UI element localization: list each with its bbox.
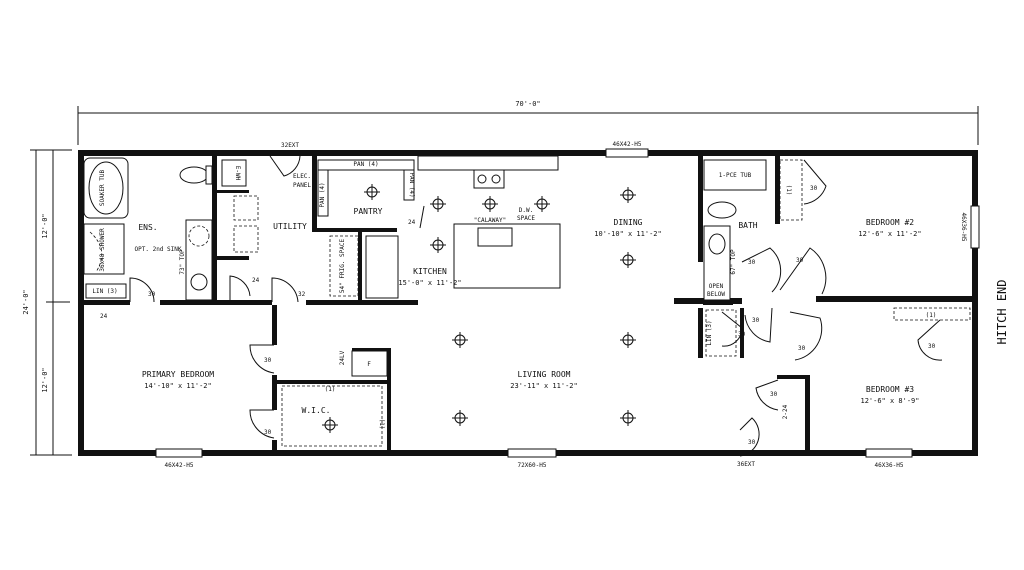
room-size-bed3: 12'-6" x 8'-9" [860, 397, 919, 405]
label-open-below-1: OPEN [709, 283, 724, 290]
room-name-bath: BATH [738, 221, 757, 230]
label-elec-panel-2: PANEL [293, 182, 311, 189]
room-name-living: LIVING ROOM [518, 370, 571, 379]
windows [155, 148, 980, 458]
label-elec-panel-1: ELEC. [293, 173, 311, 180]
room-name-pantry: PANTRY [354, 207, 383, 216]
door-number: 30 [264, 429, 272, 436]
label-top-67: 67" TOP [730, 249, 737, 275]
door-number: 30 [738, 331, 746, 338]
door-number: 30 [264, 357, 272, 364]
label-sink-model: "CALAWAY" [474, 217, 507, 224]
label-door-2-24: 2-24 [782, 404, 789, 419]
door-number: 30 [798, 345, 806, 352]
label-shower: 36x48 SHOWER [99, 228, 106, 272]
window-label-bed2: 46X36-H5 [960, 213, 967, 242]
door-number: 24 [408, 219, 416, 226]
fixtures [83, 155, 971, 447]
label-top-73: 73" TOP [179, 249, 186, 275]
label-door-32ext: 32EXT [281, 142, 299, 149]
room-size-kitchen: 15'-0" x 11'-2" [398, 279, 461, 287]
window-label-dining: 46X42-H5 [613, 141, 642, 148]
label-shelf-bed2: (1) [785, 185, 792, 196]
door-number: 32 [298, 291, 306, 298]
room-name-primary: PRIMARY BEDROOM [142, 370, 214, 379]
window-label-living: 72X60-H5 [518, 462, 547, 469]
label-lin-ens: LIN (3) [92, 288, 117, 295]
label-shelf-wic: (1) [325, 386, 336, 393]
label-shelf-wic-side: (1) [378, 419, 385, 430]
window-label-bed3: 46X36-H5 [875, 462, 904, 469]
room-name-wic: W.I.C. [302, 406, 331, 415]
label-door-36ext: 36EXT [737, 461, 755, 468]
room-name-utility: UTILITY [273, 222, 307, 231]
label-soaker-tub: SOAKER TUB [99, 170, 106, 207]
room-size-dining: 10'-10" x 11'-2" [594, 230, 661, 238]
room-name-dining: DINING [614, 218, 643, 227]
room-name-bed2: BEDROOM #2 [866, 218, 914, 227]
room-size-living: 23'-11" x 11'-2" [510, 382, 577, 390]
door-number: 30 [928, 343, 936, 350]
half-depth-top-label: 12'-0" [41, 213, 49, 238]
door-number: 30 [796, 257, 804, 264]
hitch-end-label: HITCH END [995, 279, 1009, 344]
label-dw-1: D.W. [519, 207, 533, 214]
half-depth-bottom-label: 12'-0" [41, 367, 49, 392]
window-label-primary: 46X42-H5 [165, 462, 194, 469]
label-shelf-bed3: (1) [926, 312, 937, 319]
room-name-bed3: BEDROOM #3 [866, 385, 914, 394]
label-opt-sink: OPT. 2nd SINK [135, 246, 182, 253]
label-open-below-2: BELOW [707, 291, 725, 298]
door-number: 30 [810, 185, 818, 192]
label-lin-bath: LIN (3) [706, 320, 713, 345]
overall-width-label: 70'-0" [515, 100, 540, 108]
door-number: 24 [100, 313, 108, 320]
label-water-heater: E-WH [234, 166, 241, 181]
door-number: 30 [770, 391, 778, 398]
room-name-ens: ENS. [138, 223, 157, 232]
door-swings [129, 155, 943, 457]
label-pan-right: PAN (4) [408, 172, 415, 197]
dimension-lines [30, 106, 979, 456]
label-lavatory: 24LV [339, 350, 346, 365]
door-number: 24 [252, 277, 260, 284]
door-number: 30 [748, 259, 756, 266]
door-number: 30 [148, 291, 156, 298]
interior-walls [84, 156, 972, 450]
room-size-bed2: 12'-6" x 11'-2" [858, 230, 921, 238]
label-pan-left: PAN (4) [319, 182, 326, 207]
room-size-primary: 14'-10" x 11'-2" [144, 382, 211, 390]
label-dw-2: SPACE [517, 215, 535, 222]
label-furnace: F [367, 361, 371, 368]
label-one-pce-tub: 1-PCE TUB [719, 172, 752, 179]
door-number: 30 [748, 439, 756, 446]
ceiling-lights [322, 184, 636, 433]
overall-depth-label: 24'-0" [22, 289, 30, 314]
door-number: 30 [752, 317, 760, 324]
label-pan-top: PAN (4) [353, 161, 378, 168]
label-frig-space: 54" FRIG. SPACE [339, 239, 346, 294]
room-name-kitchen: KITCHEN [413, 267, 447, 276]
